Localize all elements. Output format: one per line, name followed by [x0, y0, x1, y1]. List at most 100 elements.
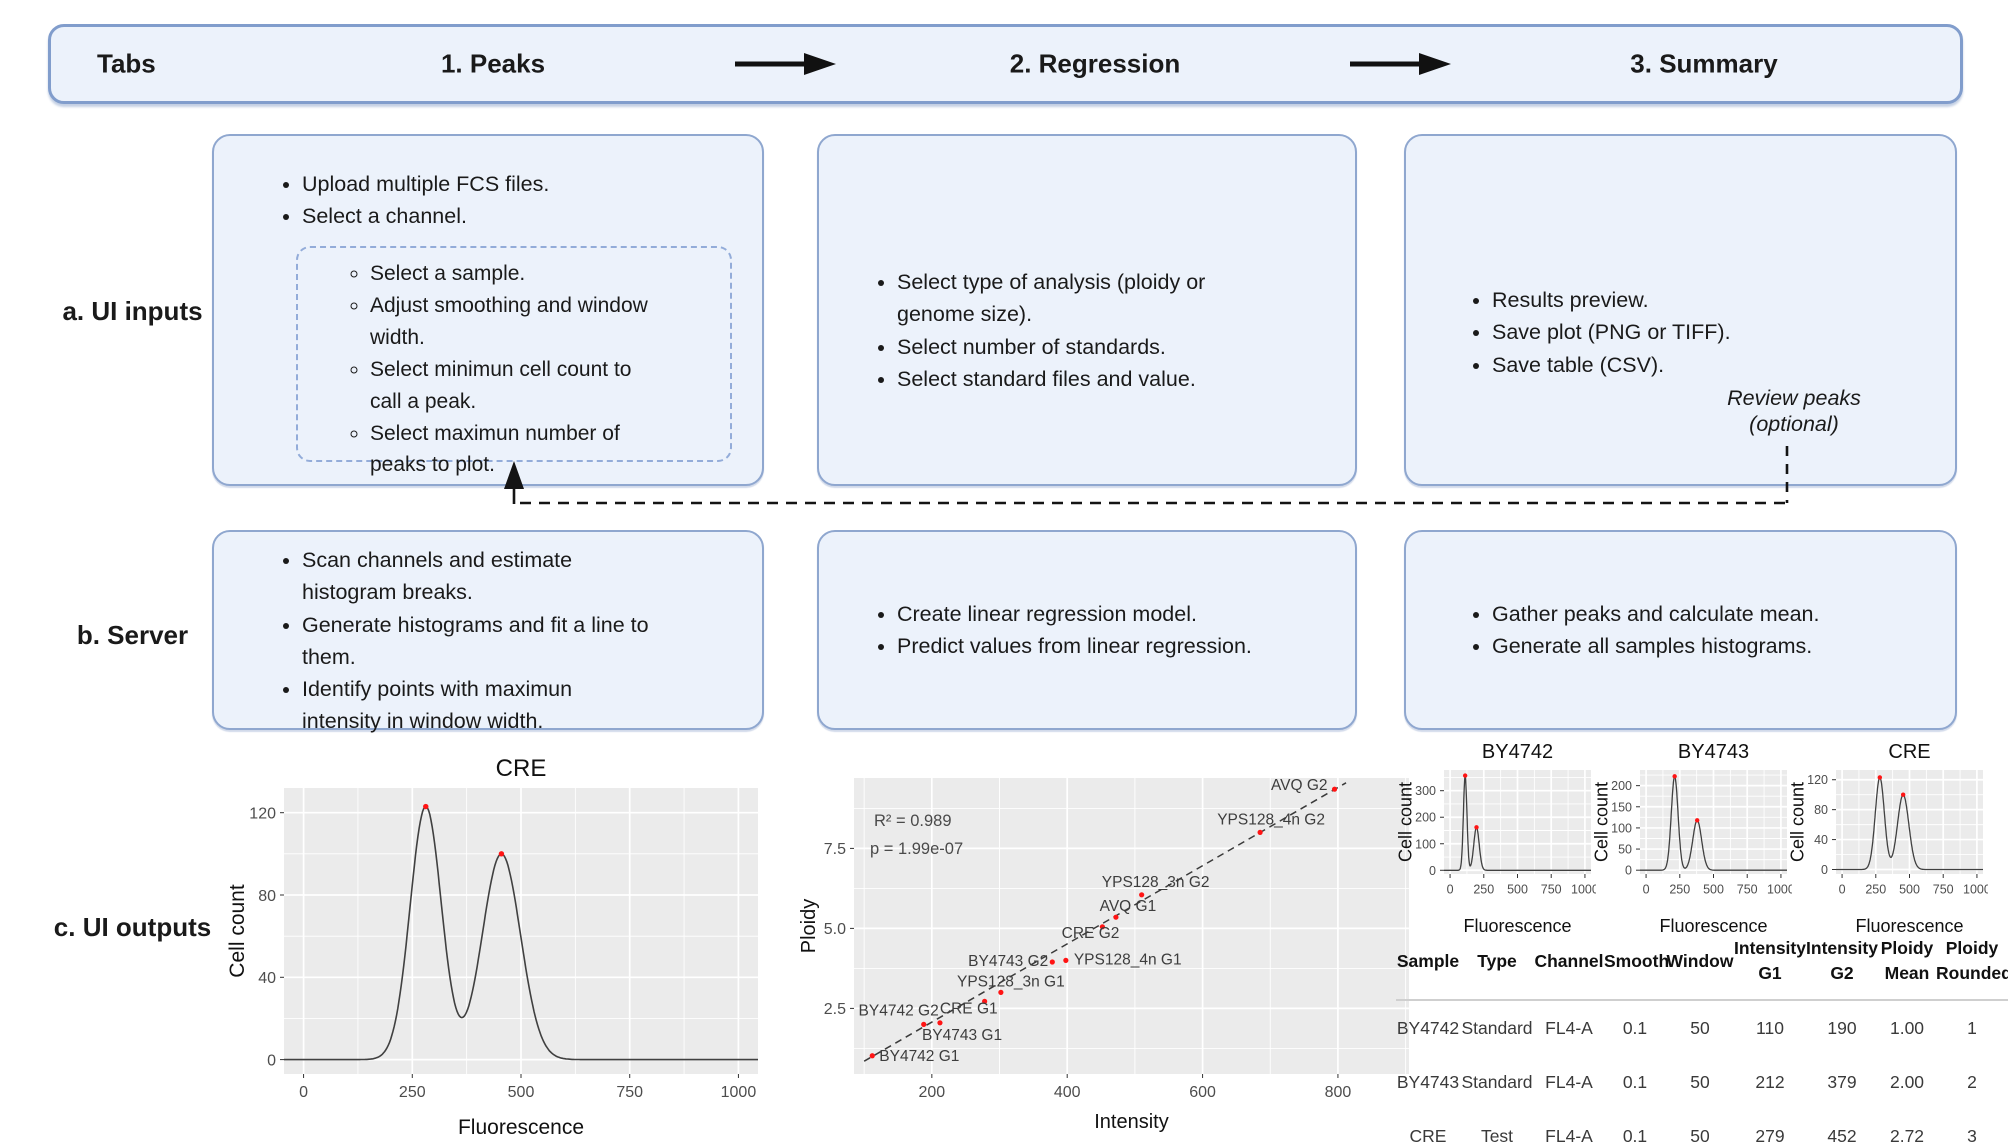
results-table-cell: 2.72 [1889, 1125, 1925, 1146]
results-table-cell: 279 [1755, 1125, 1785, 1146]
results-column-header: Smooth [1604, 936, 1669, 1001]
svg-text:7.5: 7.5 [824, 841, 846, 858]
svg-text:CRE G2: CRE G2 [1062, 925, 1120, 942]
results-table-cell: 0.1 [1622, 1125, 1648, 1146]
svg-text:Cell count: Cell count [1592, 782, 1611, 862]
bullet-item: Identify points with maximun intensity i… [302, 673, 732, 738]
results-table-cell: 0.1 [1622, 1017, 1648, 1038]
results-table-cell: Test [1480, 1125, 1514, 1146]
svg-text:250: 250 [1669, 883, 1690, 897]
svg-text:1000: 1000 [1571, 883, 1596, 897]
results-table-cell: 452 [1827, 1125, 1857, 1146]
svg-text:800: 800 [1325, 1084, 1352, 1101]
svg-text:CRE: CRE [1888, 741, 1930, 763]
svg-text:750: 750 [1933, 883, 1954, 897]
svg-text:1000: 1000 [1767, 883, 1792, 897]
box-regression-ui-inputs: Select type of analysis (ploidy or genom… [817, 134, 1357, 486]
box-peaks-ui-inputs: Upload multiple FCS files.Select a chann… [212, 134, 764, 486]
peaks-inputs-bullet-list: Upload multiple FCS files.Select a chann… [214, 136, 762, 233]
results-table-cell: Standard [1461, 1017, 1533, 1038]
box-regression-server: Create linear regression model.Predict v… [817, 530, 1357, 730]
results-table-cell: 3 [1967, 1125, 1977, 1146]
results-table-cell: 379 [1827, 1071, 1857, 1092]
results-column-header: Channel [1534, 936, 1604, 1001]
svg-text:750: 750 [1541, 883, 1562, 897]
results-table-cell: 2 [1967, 1071, 1977, 1092]
results-table-cell: Standard [1461, 1071, 1533, 1092]
svg-text:Fluorescence: Fluorescence [1463, 916, 1571, 936]
results-column-header: Type [1460, 936, 1534, 1001]
results-column-header: Sample [1396, 936, 1460, 1001]
svg-text:0: 0 [267, 1052, 276, 1069]
results-table-cell: 50 [1690, 1071, 1710, 1092]
results-table-cell: FL4-A [1545, 1017, 1593, 1038]
svg-text:250: 250 [1473, 883, 1494, 897]
review-peaks-note: Review peaks (optional) [1727, 386, 1861, 436]
svg-text:750: 750 [1737, 883, 1758, 897]
svg-text:250: 250 [399, 1084, 426, 1101]
svg-text:150: 150 [1611, 800, 1632, 814]
svg-text:Cell count: Cell count [226, 884, 249, 978]
tab-step-summary[interactable]: 3. Summary [1630, 48, 1778, 79]
box-summary-ui-inputs: Results preview.Save plot (PNG or TIFF).… [1404, 134, 1957, 486]
svg-text:YPS128_4n G2: YPS128_4n G2 [1217, 811, 1325, 828]
svg-text:2.5: 2.5 [824, 1001, 846, 1018]
results-table-cell: 1 [1967, 1017, 1977, 1038]
svg-text:120: 120 [1807, 773, 1828, 787]
svg-text:Cell count: Cell count [1788, 782, 1807, 862]
svg-text:R² = 0.989: R² = 0.989 [874, 812, 952, 830]
svg-text:500: 500 [1899, 883, 1920, 897]
svg-text:600: 600 [1189, 1084, 1216, 1101]
svg-text:500: 500 [1703, 883, 1724, 897]
bullet-item: Select minimun cell count to call a peak… [370, 354, 720, 418]
results-table-cell: 212 [1755, 1071, 1785, 1092]
results-table-cell: 0.1 [1622, 1071, 1648, 1092]
bullet-item: Results preview. [1492, 284, 1925, 316]
svg-text:40: 40 [258, 970, 276, 987]
peaks-server-bullet-list: Scan channels and estimate histogram bre… [214, 532, 762, 738]
results-table-cell: CRE [1409, 1125, 1447, 1146]
bullet-item: Upload multiple FCS files. [302, 168, 732, 200]
svg-text:750: 750 [616, 1084, 643, 1101]
tab-step-regression[interactable]: 2. Regression [1009, 48, 1181, 79]
svg-text:40: 40 [1814, 833, 1828, 847]
svg-text:200: 200 [1415, 811, 1436, 825]
svg-text:Intensity: Intensity [1094, 1111, 1168, 1133]
svg-text:Cell count: Cell count [1396, 782, 1415, 862]
svg-text:BY4742 G1: BY4742 G1 [879, 1048, 959, 1065]
svg-text:Fluorescence: Fluorescence [458, 1116, 584, 1139]
svg-text:5.0: 5.0 [824, 921, 846, 938]
svg-text:Ploidy: Ploidy [798, 899, 820, 953]
peaks-inputs-optional-group: Select a sample.Adjust smoothing and win… [296, 246, 732, 476]
svg-text:500: 500 [1507, 883, 1528, 897]
results-table-cell: 190 [1827, 1017, 1857, 1038]
svg-text:0: 0 [1447, 883, 1454, 897]
results-table-cell: 50 [1690, 1017, 1710, 1038]
svg-text:BY4742 G2: BY4742 G2 [859, 1002, 939, 1019]
bullet-item: Create linear regression model. [897, 598, 1325, 630]
svg-text:80: 80 [258, 888, 276, 905]
row-label-ui-outputs: c. UI outputs [53, 912, 212, 942]
svg-text:200: 200 [1611, 779, 1632, 793]
tab-step-peaks[interactable]: 1. Peaks [440, 48, 546, 79]
svg-text:YPS128_4n G1: YPS128_4n G1 [1074, 951, 1182, 968]
summary-server-bullet-list: Gather peaks and calculate mean.Generate… [1406, 532, 1955, 663]
svg-text:YPS128_3n G1: YPS128_3n G1 [957, 973, 1065, 990]
svg-text:BY4743 G1: BY4743 G1 [922, 1027, 1002, 1044]
bullet-item: Select type of analysis (ploidy or genom… [897, 266, 1325, 331]
results-table-cell: 1.00 [1889, 1017, 1925, 1038]
results-table-cell: 2.00 [1889, 1071, 1925, 1092]
results-table-cell: 110 [1756, 1017, 1784, 1038]
bullet-item: Select a sample. [370, 258, 720, 290]
svg-text:BY4743 G2: BY4743 G2 [968, 953, 1048, 970]
box-summary-server: Gather peaks and calculate mean.Generate… [1404, 530, 1957, 730]
